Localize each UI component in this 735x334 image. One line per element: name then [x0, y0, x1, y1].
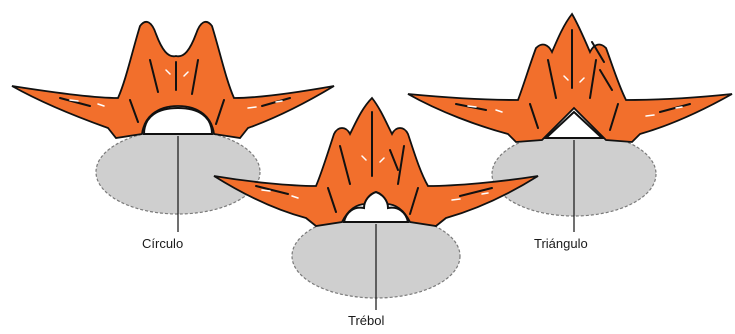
vertebra-trefoil — [214, 98, 538, 310]
label-triangle: Triángulo — [534, 236, 588, 251]
label-trefoil: Trébol — [348, 313, 384, 328]
label-circle: Círculo — [142, 236, 183, 251]
